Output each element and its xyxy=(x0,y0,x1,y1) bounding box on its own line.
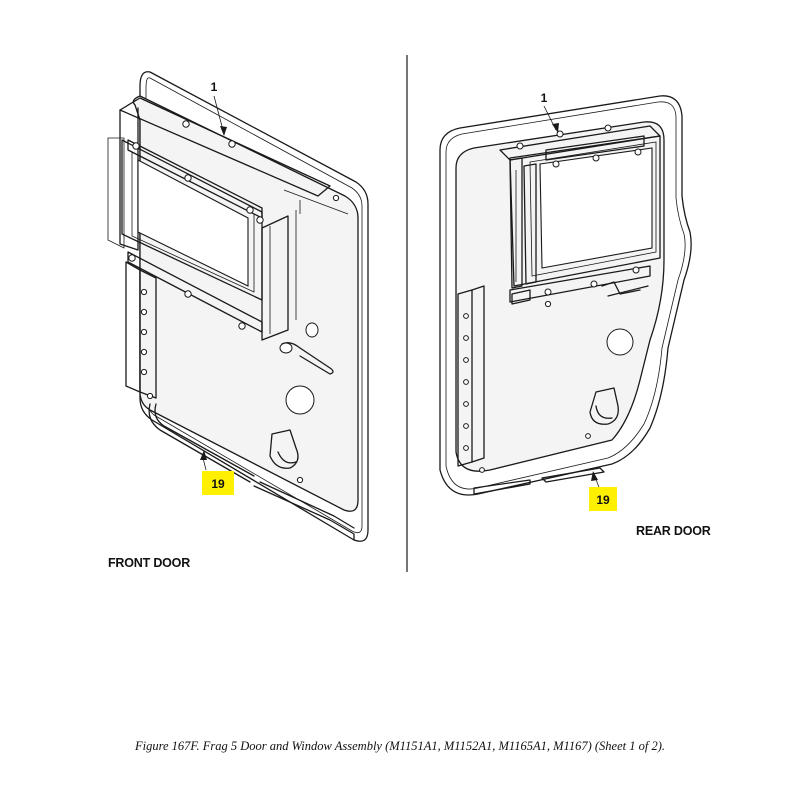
rear-window-glass xyxy=(539,147,653,269)
front-door-label: FRONT DOOR xyxy=(108,556,190,570)
rear-door-seal xyxy=(439,95,692,496)
rear-door-illustration xyxy=(439,95,692,496)
rear-door-bolts xyxy=(463,124,642,473)
rear-callout-19-highlight xyxy=(589,487,617,511)
front-door-tiedown xyxy=(269,429,299,469)
rear-door-label: REAR DOOR xyxy=(636,524,711,538)
rear-door-cover-plate xyxy=(606,328,634,356)
front-door-hinge xyxy=(125,261,141,393)
front-window-glass xyxy=(137,159,249,287)
front-door-cover-plate xyxy=(285,385,315,415)
rear-callout-19: 19 xyxy=(596,493,610,507)
front-callout-19: 19 xyxy=(211,477,225,491)
front-callout-19-highlight xyxy=(202,471,234,495)
front-door-bolts xyxy=(128,120,340,484)
rear-callout-1: 1 xyxy=(541,91,548,105)
rear-door-tiedown xyxy=(589,387,619,425)
front-callout-1: 1 xyxy=(211,80,218,94)
front-door-illustration xyxy=(107,71,369,542)
figure-caption: Figure 167F. Frag 5 Door and Window Asse… xyxy=(134,739,666,753)
front-door-panel xyxy=(132,95,359,512)
rear-window-frame xyxy=(509,135,661,287)
